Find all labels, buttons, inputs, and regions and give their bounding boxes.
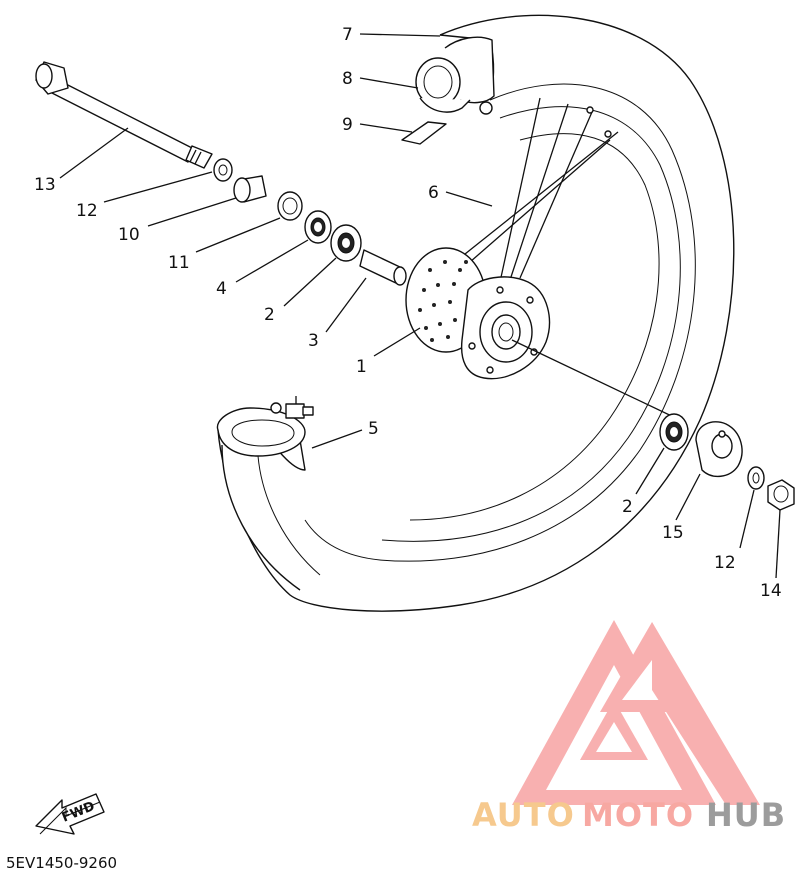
callout-12-right: 12 bbox=[714, 553, 736, 573]
callout-2-left: 2 bbox=[264, 305, 275, 325]
watermark-brand-moto: MOTO bbox=[582, 796, 694, 834]
tire-valve bbox=[270, 396, 314, 419]
callout-14: 14 bbox=[760, 581, 782, 601]
callout-8: 8 bbox=[342, 69, 353, 89]
callout-2-right: 2 bbox=[622, 497, 633, 517]
spokes bbox=[459, 97, 619, 283]
inner-tube bbox=[415, 36, 495, 115]
front-axle bbox=[35, 61, 213, 169]
right-hardware bbox=[659, 413, 795, 511]
watermark-brand-auto: AUTO bbox=[472, 796, 575, 834]
leader-lines bbox=[59, 33, 781, 579]
hub-assembly bbox=[405, 247, 681, 421]
callout-6: 6 bbox=[428, 183, 439, 203]
callout-labels: 7 8 9 6 13 12 10 11 4 2 3 1 5 2 15 12 14 bbox=[34, 25, 782, 601]
rim-band bbox=[401, 121, 447, 145]
callout-3: 3 bbox=[308, 331, 319, 351]
callout-11: 11 bbox=[168, 253, 190, 273]
callout-12-left: 12 bbox=[76, 201, 98, 221]
diagram-part-code: 5EV1450-9260 bbox=[6, 854, 117, 872]
callout-13: 13 bbox=[34, 175, 56, 195]
callout-9: 9 bbox=[342, 115, 353, 135]
callout-10: 10 bbox=[118, 225, 140, 245]
left-hardware bbox=[213, 158, 407, 286]
callout-4: 4 bbox=[216, 279, 227, 299]
callout-15: 15 bbox=[662, 523, 684, 543]
callout-5: 5 bbox=[368, 419, 379, 439]
callout-1: 1 bbox=[356, 357, 367, 377]
callout-7: 7 bbox=[342, 25, 353, 45]
fwd-arrow-icon: FWD bbox=[35, 793, 105, 835]
watermark-brand-hub: HUB bbox=[706, 796, 786, 834]
watermark-logo bbox=[512, 620, 760, 805]
